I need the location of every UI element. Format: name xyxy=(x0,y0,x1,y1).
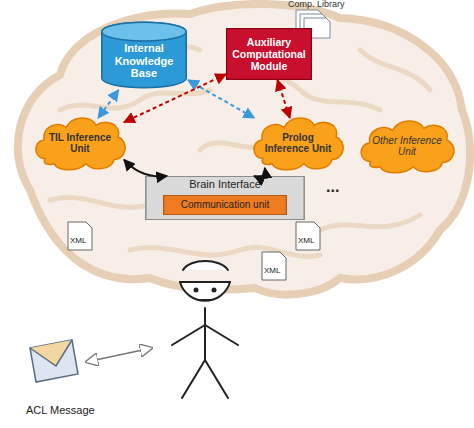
knowledge-base-cylinder-shape xyxy=(102,22,186,41)
interface-box-shape xyxy=(146,176,304,219)
node-text: Internal Knowledge Base xyxy=(100,20,188,90)
brain-gyrus xyxy=(130,247,320,256)
node-text: Prolog Inference Unit xyxy=(248,112,348,174)
message-arrow xyxy=(86,348,152,362)
xml-doc-icon xyxy=(262,252,286,280)
communication-box-shape xyxy=(164,195,287,215)
module-box-shape xyxy=(226,28,311,79)
connector-arrow xyxy=(277,80,289,118)
ellipsis-label: ... xyxy=(326,178,339,196)
xml-doc-icon xyxy=(296,222,320,250)
connector-arrow xyxy=(124,74,226,122)
xml-docs xyxy=(68,222,320,280)
figure-mouth xyxy=(199,299,211,301)
node-text: Brain Interface xyxy=(145,176,305,193)
inference-cloud: Prolog Inference Unit xyxy=(248,112,348,174)
figure-head xyxy=(180,282,230,301)
knowledge-base-cylinder: Internal Knowledge Base xyxy=(100,20,188,90)
brain-gyrus xyxy=(320,215,420,230)
communication-box: Communication unit xyxy=(163,195,287,215)
node-text: TIL Inference Unit xyxy=(30,112,130,174)
xml-doc-icon xyxy=(68,222,92,250)
envelope-flap xyxy=(30,340,72,366)
connector-arrow xyxy=(254,168,265,178)
xml-label: XML xyxy=(298,236,314,245)
brain-gyrus xyxy=(60,90,210,110)
brain-gyrus xyxy=(50,198,150,208)
node-text: Communication unit xyxy=(163,195,287,215)
figure-skull-lid xyxy=(183,261,228,270)
message-label: ACL Message xyxy=(26,404,95,416)
connector-arrow xyxy=(98,90,118,118)
node-text: Auxiliary Computational Module xyxy=(226,28,312,80)
connector-arrow xyxy=(124,160,167,177)
envelope-body xyxy=(30,340,78,382)
inference-cloud: TIL Inference Unit xyxy=(30,112,130,174)
brain-outline xyxy=(18,4,470,295)
brain-gyrus xyxy=(360,50,430,90)
figure-body xyxy=(204,308,206,360)
figure-eye xyxy=(195,289,198,292)
figure-arms xyxy=(172,325,238,345)
interface-box: Brain InterfaceCommunication unit xyxy=(145,176,305,220)
xml-label: XML xyxy=(70,236,86,245)
xml-label: XML xyxy=(264,266,280,275)
connector-arrow xyxy=(188,80,254,118)
stick-figure xyxy=(172,261,238,398)
figure-head-cut xyxy=(180,281,230,283)
inference-cloud: Other Inference Unit xyxy=(355,115,459,177)
envelope-icon xyxy=(30,340,78,382)
node-text: Other Inference Unit xyxy=(355,115,459,177)
library-label: Comp. Library xyxy=(288,0,345,9)
figure-eye xyxy=(213,289,216,292)
module-box: Auxiliary Computational Module xyxy=(226,28,312,80)
figure-legs xyxy=(182,360,228,398)
